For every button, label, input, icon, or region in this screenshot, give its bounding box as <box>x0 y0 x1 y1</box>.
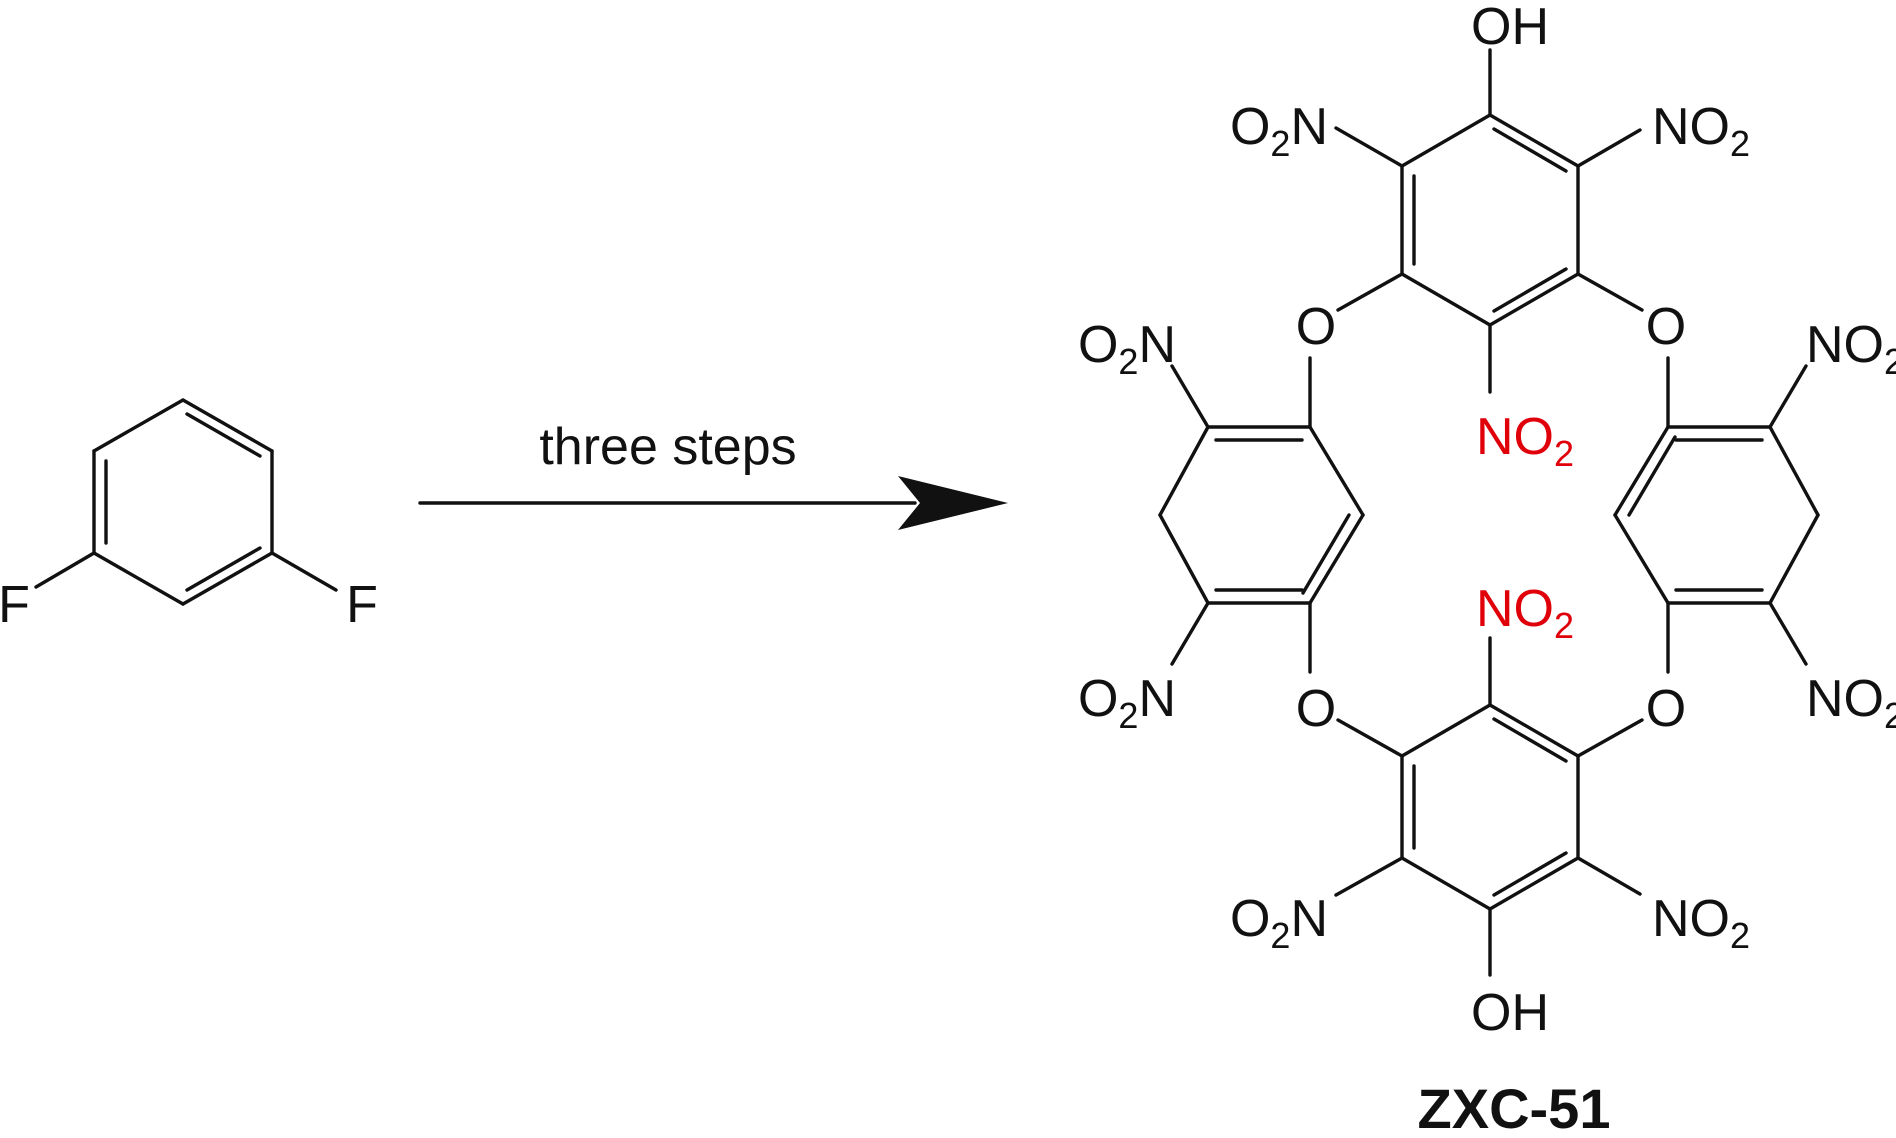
nitro-group-bottom-right: NO2 <box>1652 890 1750 956</box>
right-ring-bonds <box>1613 356 1820 674</box>
nitro-group-inner-top-highlighted: NO2 <box>1476 408 1574 474</box>
reaction-conditions: three steps <box>539 418 796 476</box>
nitro-group-left-upper: O2N <box>1078 316 1176 382</box>
nitro-group-inner-bottom-highlighted: NO2 <box>1476 580 1574 646</box>
bottom-ring-bonds <box>1334 636 1644 977</box>
left-ring-bonds <box>1158 356 1365 674</box>
nitro-group-right-upper: NO2 <box>1806 316 1896 382</box>
top-hydroxyl-label: OH <box>1471 0 1549 56</box>
nitro-group-top-right: NO2 <box>1652 98 1750 164</box>
ether-oxygen-top-right: O <box>1646 298 1686 356</box>
product-macrocycle: OH OH O O O O NO2 NO2 NO2 NO2 NO2 NO2 O2… <box>1078 0 1896 1042</box>
ether-oxygen-top-left: O <box>1296 298 1336 356</box>
ether-oxygen-bottom-left: O <box>1296 680 1336 738</box>
reactant-difluorobenzene: F F <box>0 398 378 634</box>
reactant-bonds <box>34 398 338 606</box>
fluorine-right-label: F <box>346 576 378 634</box>
nitro-group-right-lower: NO2 <box>1806 670 1896 736</box>
product-compound-name: ZXC-51 <box>1418 1077 1611 1138</box>
nitro-group-left-lower: O2N <box>1078 670 1176 736</box>
fluorine-left-label: F <box>0 576 30 634</box>
nitro-group-bottom-left: O2N <box>1230 890 1328 956</box>
arrow-head <box>898 476 1008 530</box>
ether-oxygen-bottom-right: O <box>1646 680 1686 738</box>
top-ring-bonds <box>1334 48 1644 394</box>
reaction-arrow <box>418 476 1008 530</box>
nitro-group-top-left: O2N <box>1230 98 1328 164</box>
bottom-hydroxyl-label: OH <box>1471 984 1549 1042</box>
